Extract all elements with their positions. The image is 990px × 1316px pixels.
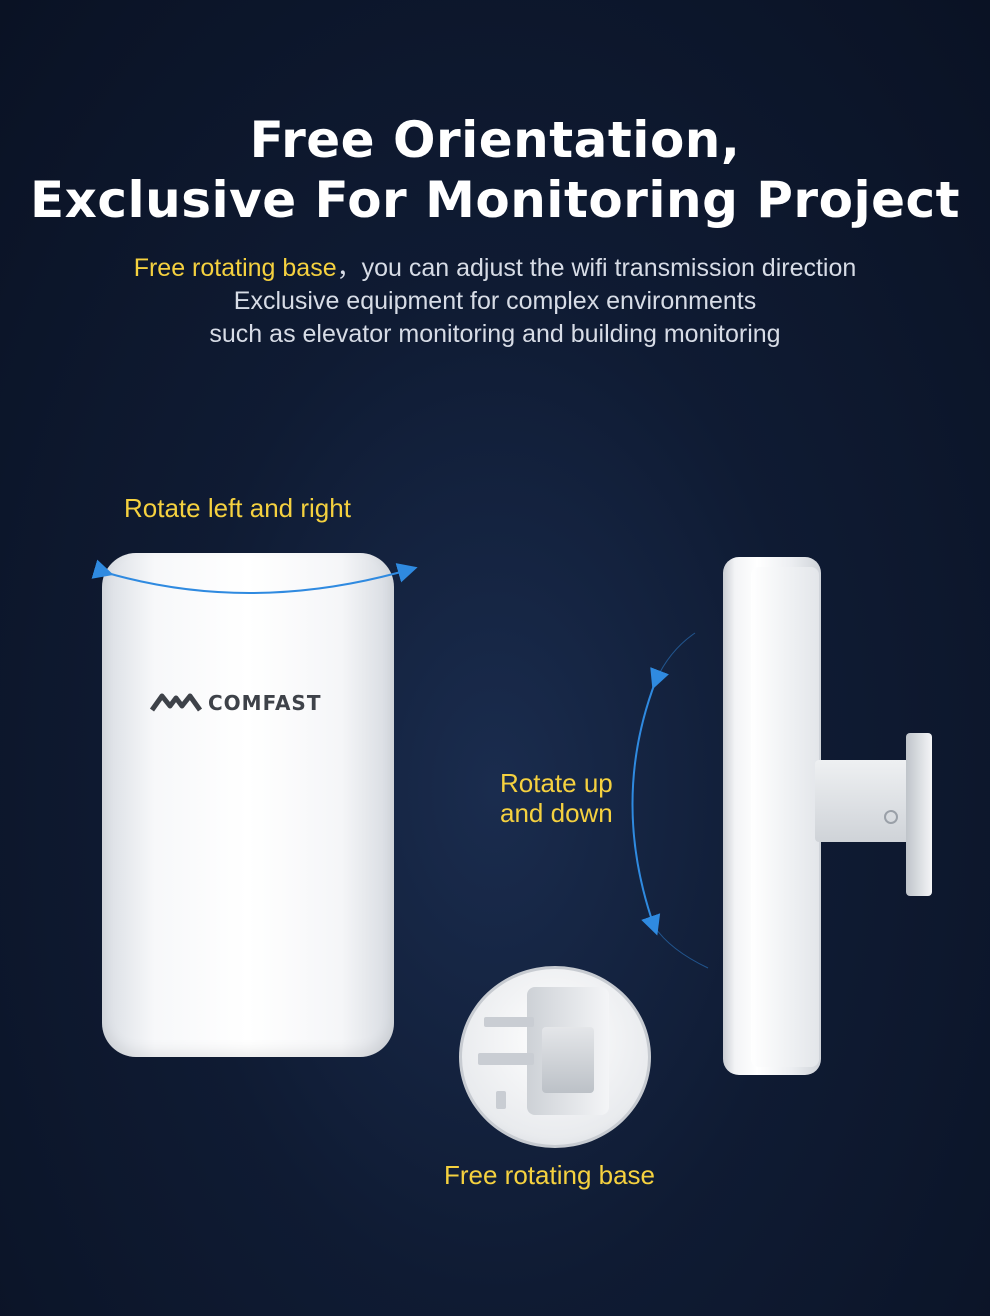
- base-closeup-circle: [459, 966, 651, 1148]
- page-title-line1: Free Orientation,: [249, 111, 741, 169]
- rotate-left-right-label: Rotate left and right: [124, 493, 351, 523]
- brand-name: COMFAST: [208, 691, 322, 715]
- arrow-up-down-icon: [631, 667, 669, 936]
- subtitle-line3: such as elevator monitoring and building…: [209, 320, 781, 348]
- cpe-device-front: COMFAST: [102, 553, 394, 1057]
- base-hinge-tooth: [478, 1053, 534, 1065]
- comfast-logo-icon: [150, 693, 202, 712]
- mount-bracket-arm: [815, 760, 910, 842]
- subtitle-line1: Free rotating base，you can adjust the wi…: [0, 252, 990, 285]
- subtitle-highlight: Free rotating base: [133, 254, 337, 282]
- bracket-screw-hole: [884, 810, 898, 824]
- subtitle-line1-rest: ，you can adjust the wifi transmission di…: [336, 254, 857, 282]
- base-hinge-tooth: [484, 1017, 534, 1027]
- device-side-panel: [751, 567, 819, 1067]
- rotate-up-down-label: Rotate up and down: [500, 768, 613, 828]
- arrow-tail-top-icon: [655, 632, 696, 681]
- base-bracket: [542, 1027, 594, 1093]
- mount-bracket-plate: [906, 733, 932, 896]
- free-rotating-base-label: Free rotating base: [444, 1160, 656, 1190]
- subtitle-line2: Exclusive equipment for complex environm…: [233, 287, 757, 315]
- brand-logo: COMFAST: [150, 691, 321, 715]
- base-hinge-pin: [496, 1091, 506, 1109]
- rotate-up-down-line2: and down: [500, 798, 613, 828]
- page-title-line2: Exclusive For Monitoring Project: [29, 171, 961, 229]
- cpe-device-side: [723, 557, 821, 1075]
- arrow-left-right-icon: [91, 559, 418, 594]
- arrow-tail-bottom-icon: [653, 925, 709, 969]
- rotate-up-down-line1: Rotate up: [500, 768, 613, 798]
